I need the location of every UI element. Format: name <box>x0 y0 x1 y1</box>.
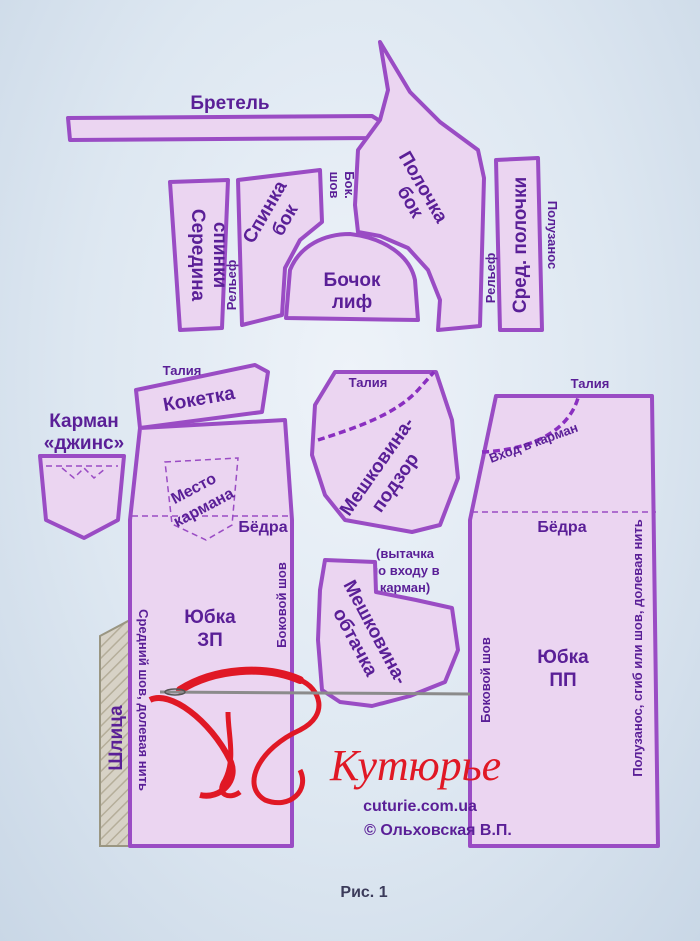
jeans-pocket-piece: Карман «джинс» <box>38 411 126 540</box>
side-seam-label-2: шов <box>327 172 342 199</box>
side-seam-label-1: Бок. <box>342 171 357 198</box>
jeans-pocket-label-2: «джинс» <box>44 433 124 454</box>
back-side-piece: Спинка бок Бок. шов <box>236 168 357 327</box>
relief-left-label: Рельеф <box>224 260 239 310</box>
jeans-pocket-label-1: Карман <box>49 411 119 432</box>
front-side-seam-label: Боковой шов <box>478 637 493 723</box>
thread-swirl <box>251 677 322 806</box>
front-fold-label: Полузанос, сгиб или шов, долевая нить <box>630 519 645 776</box>
back-skirt-label-2: ЗП <box>197 630 223 651</box>
dart-note-3: карман) <box>380 580 430 595</box>
bodice-side-piece: Бочок лиф <box>284 232 420 322</box>
front-skirt-piece: Талия Вход в карман Бёдра Юбка ПП Боково… <box>468 376 660 848</box>
back-center-label-2: спинки <box>209 222 230 288</box>
pocket-bag-lining-piece: (вытачка по входу в карман) Мешковина- о… <box>316 546 460 708</box>
strap-piece: Бретель <box>66 93 390 142</box>
back-hip-label: Бёдра <box>238 519 287 536</box>
brand-logo: Кутюрье cuturie.com.ua © Ольховская В.П. <box>148 666 512 839</box>
pocket-bag-facing-piece: Талия Мешковина- подзор <box>310 370 460 534</box>
logo-script-text: Кутюрье <box>329 741 501 790</box>
back-side-seam-label: Боковой шов <box>274 562 289 648</box>
dart-note-1: (вытачка <box>376 546 435 561</box>
bodice-side-label-2: лиф <box>332 292 372 313</box>
figure-caption: Рис. 1 <box>340 884 387 901</box>
back-skirt-label-1: Юбка <box>184 607 236 628</box>
bodice-side-label-1: Бочок <box>324 270 381 291</box>
center-seam-label: Средний шов, долевая нить <box>136 609 151 791</box>
front-skirt-label-2: ПП <box>549 670 576 691</box>
relief-right-label: Рельеф <box>483 253 498 303</box>
site-url: cuturie.com.ua <box>363 798 477 815</box>
back-skirt-piece: Место кармана Бёдра Юбка ЗП Боковой шов … <box>99 418 294 848</box>
back-center-piece: Середина спинки Рельеф <box>168 178 239 332</box>
front-side-piece: Полочка бок <box>353 40 486 332</box>
front-center-piece: Рельеф Сред. полочки Полузанос <box>483 156 560 332</box>
yoke-waist-label: Талия <box>163 363 202 378</box>
front-waist-label: Талия <box>571 376 610 391</box>
vent-label: Шлица <box>106 705 127 771</box>
needle-icon <box>159 690 471 696</box>
needle-thread-loop <box>176 666 304 694</box>
yoke-piece: Талия Кокетка <box>134 363 270 430</box>
front-center-label: Сред. полочки <box>510 177 531 313</box>
back-center-label-1: Середина <box>187 209 208 302</box>
half-overlap-top-label: Полузанос <box>545 201 560 269</box>
pocket-bag-waist-label: Талия <box>349 375 388 390</box>
front-hip-label: Бёдра <box>537 519 586 536</box>
strap-label: Бретель <box>190 93 269 114</box>
front-skirt-label-1: Юбка <box>537 647 589 668</box>
dart-note-2: по входу в <box>370 563 439 578</box>
copyright: © Ольховская В.П. <box>364 822 512 839</box>
